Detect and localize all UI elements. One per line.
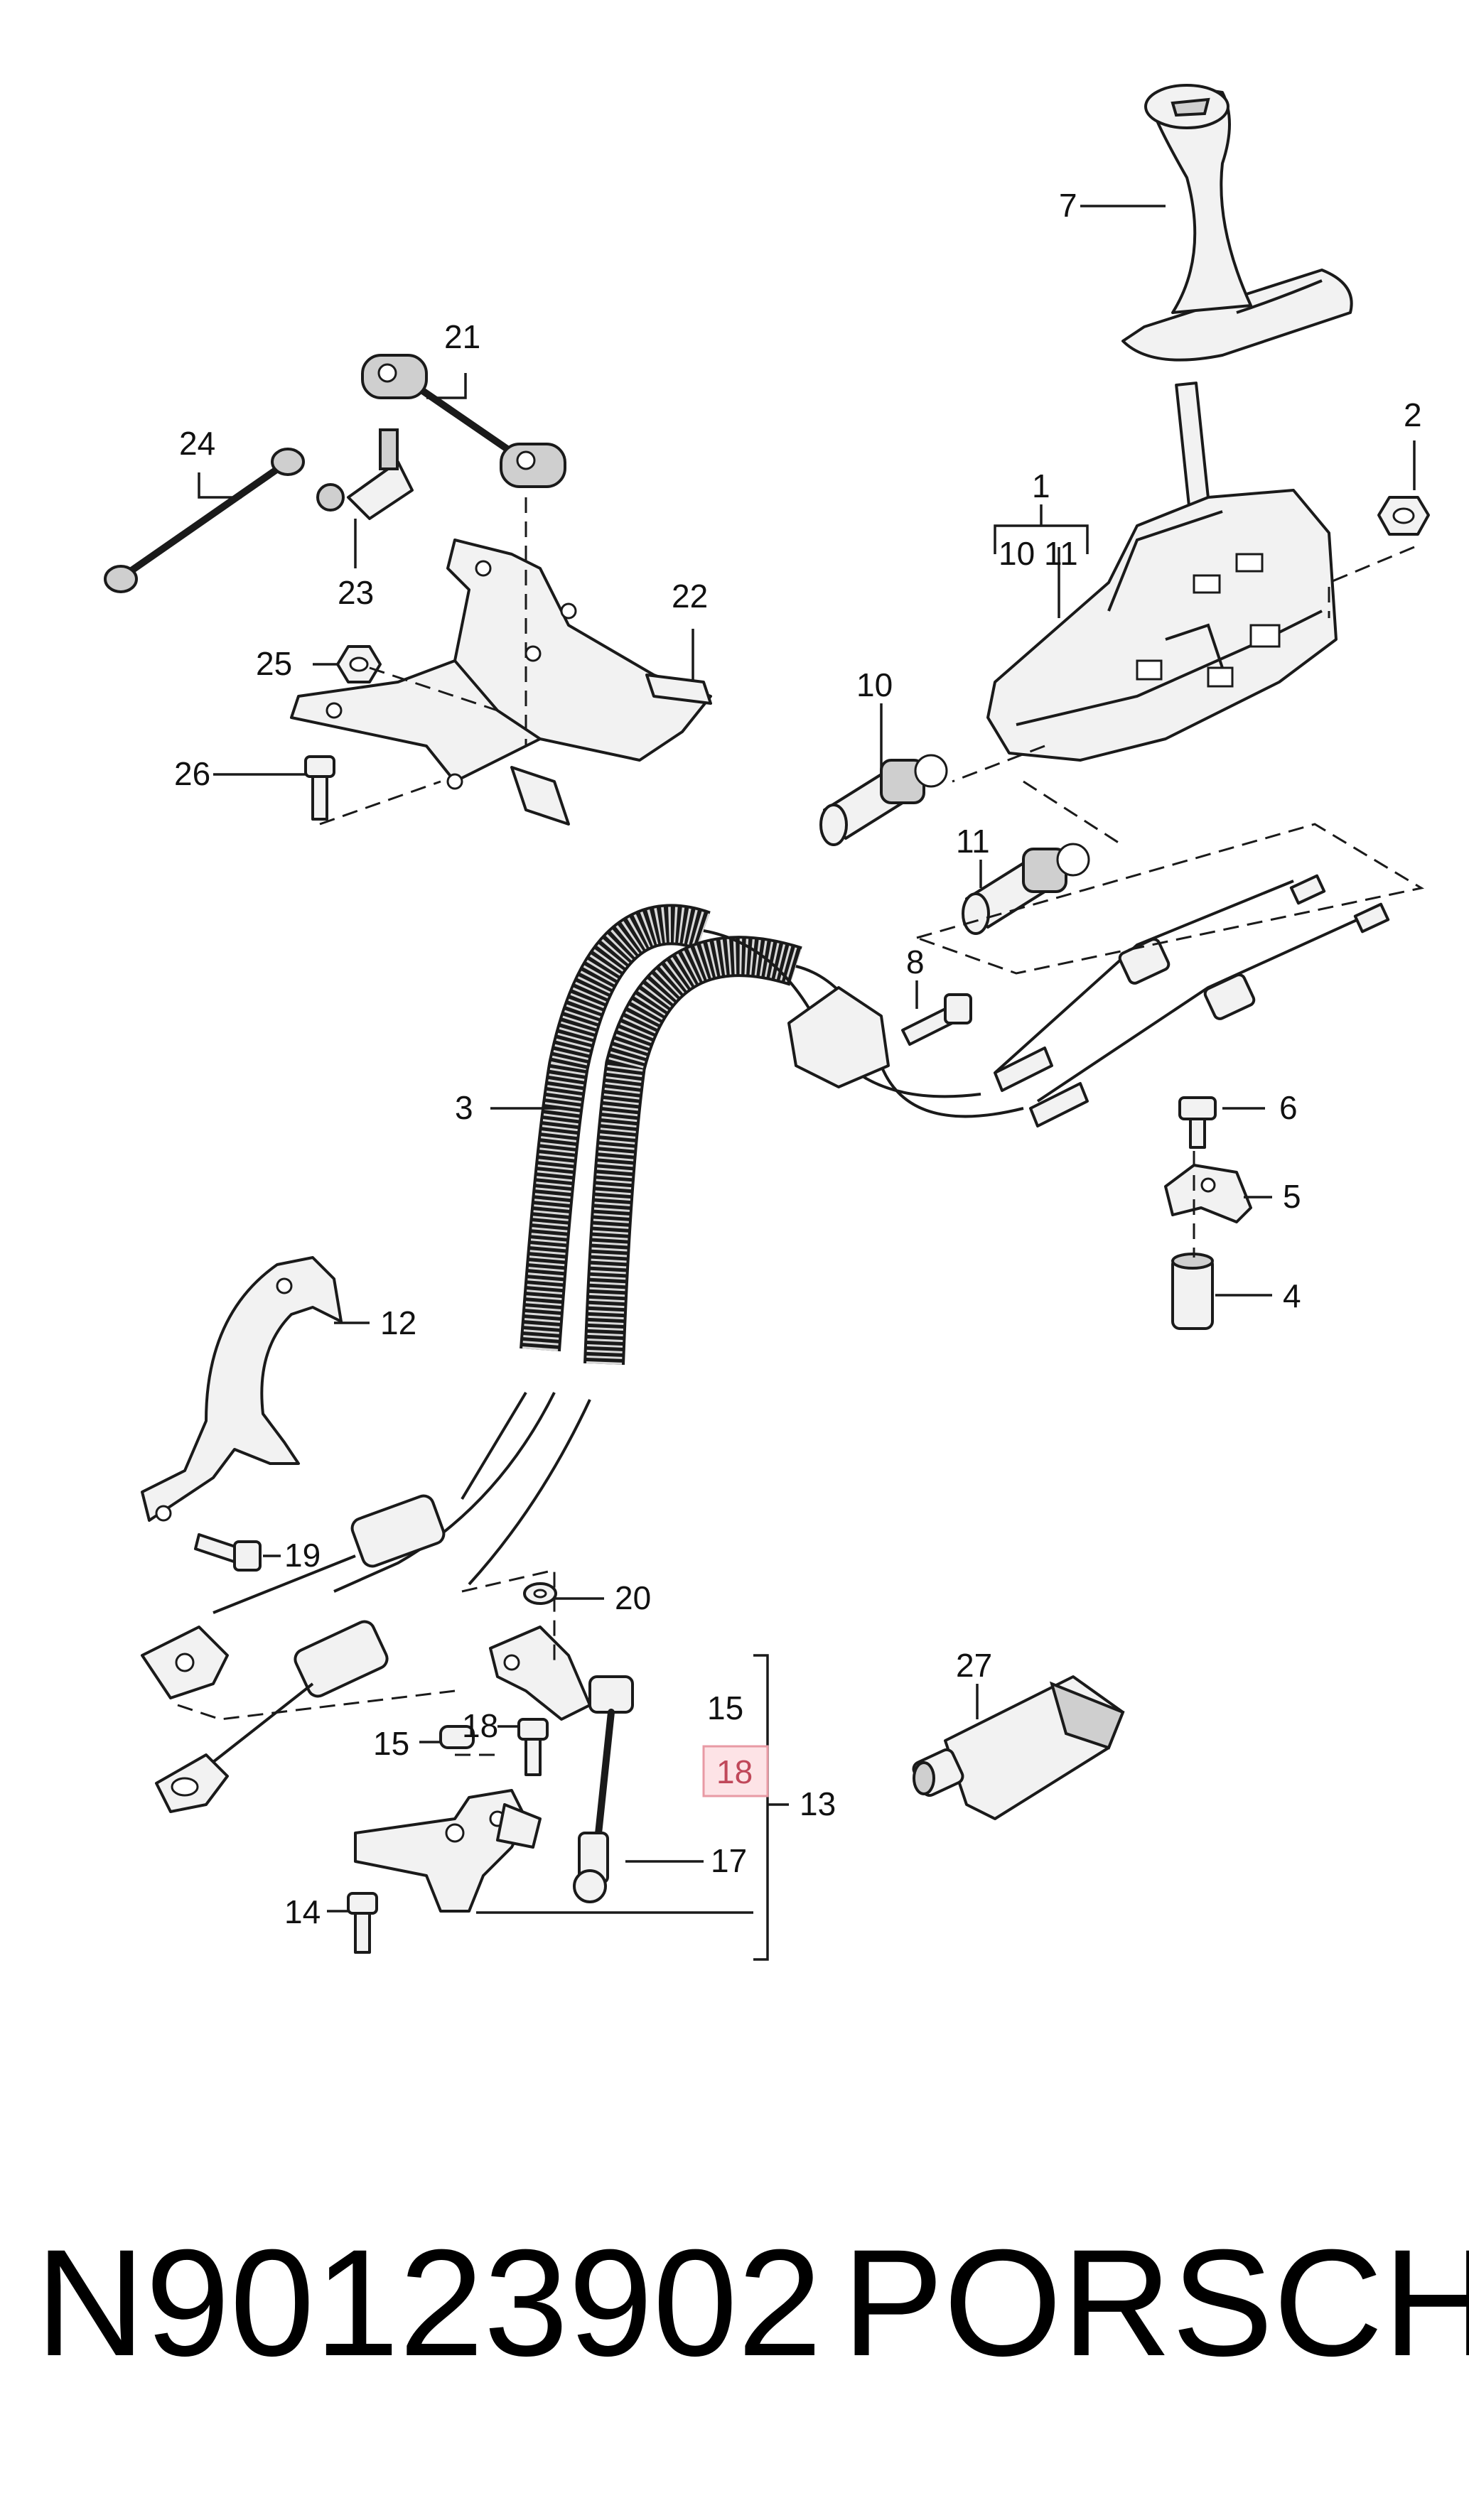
callout-6: 6: [1279, 1089, 1298, 1126]
callout-20: 20: [615, 1579, 651, 1616]
callout-24: 24: [179, 425, 215, 462]
cable-ends-left: [141, 1494, 446, 1813]
callout-26: 26: [174, 755, 210, 792]
bolt-8: [901, 993, 972, 1046]
callout-12: 12: [380, 1304, 416, 1341]
callout-27: 27: [956, 1647, 992, 1684]
sleeve-4: [1171, 1253, 1214, 1330]
callout-15-right: 15: [707, 1689, 743, 1726]
nut-2: [1377, 496, 1430, 536]
brand-name: PORSCHE: [842, 2218, 1469, 2388]
callout-22: 22: [672, 578, 708, 615]
callout-10-11: 10 11: [999, 535, 1078, 572]
lever-assembly-13: [354, 1626, 634, 1913]
washer-20: [523, 1582, 557, 1605]
callout-13: 13: [800, 1785, 836, 1822]
bolt-6: [1178, 1096, 1217, 1149]
lever-23: [316, 428, 414, 520]
callout-1: 1: [1032, 467, 1050, 504]
bolt-26: [304, 755, 335, 821]
part-number: N90123902: [36, 2218, 822, 2388]
callout-4: 4: [1283, 1277, 1301, 1314]
bushing-10: [819, 754, 948, 846]
callout-14: 14: [284, 1893, 321, 1930]
callout-15-left: 15: [373, 1725, 409, 1762]
rod-24: [104, 448, 305, 593]
shift-cables-3: [333, 904, 1024, 1593]
callout-labels: 7 1 10 11 2 21 24 23 22 25 26 10 11 8 3 …: [174, 187, 1422, 1930]
bolt-18-lower: [517, 1718, 549, 1776]
callout-18-left: 18: [462, 1707, 498, 1744]
bracket-12: [141, 1256, 343, 1522]
highlight-box: [702, 1745, 769, 1797]
callout-2: 2: [1404, 396, 1422, 433]
callout-23: 23: [338, 574, 374, 611]
callout-19: 19: [284, 1537, 321, 1574]
bracket-22: [290, 539, 712, 826]
grease-tube-27: [912, 1675, 1125, 1820]
callout-11: 11: [956, 823, 990, 860]
cable-ends-right: [994, 874, 1390, 1127]
callout-21: 21: [444, 318, 480, 355]
shift-housing: [986, 382, 1338, 762]
bolt-19: [194, 1533, 262, 1572]
gear-knob-boot: [1121, 84, 1353, 362]
callout-18-highlighted: 18: [716, 1753, 753, 1790]
callout-5: 5: [1283, 1178, 1301, 1215]
nut-25: [336, 645, 382, 683]
clip-5: [1164, 1164, 1252, 1223]
callout-3: 3: [455, 1089, 473, 1126]
sleeve-15: [439, 1725, 475, 1749]
callout-8: 8: [906, 943, 925, 980]
callout-25: 25: [256, 645, 292, 682]
callout-10: 10: [856, 666, 893, 703]
callout-17: 17: [711, 1842, 747, 1879]
callout-7: 7: [1059, 187, 1077, 224]
dash-lines: [177, 497, 1425, 1756]
bolt-14: [347, 1892, 378, 1954]
leader-lines: [198, 205, 1416, 1961]
